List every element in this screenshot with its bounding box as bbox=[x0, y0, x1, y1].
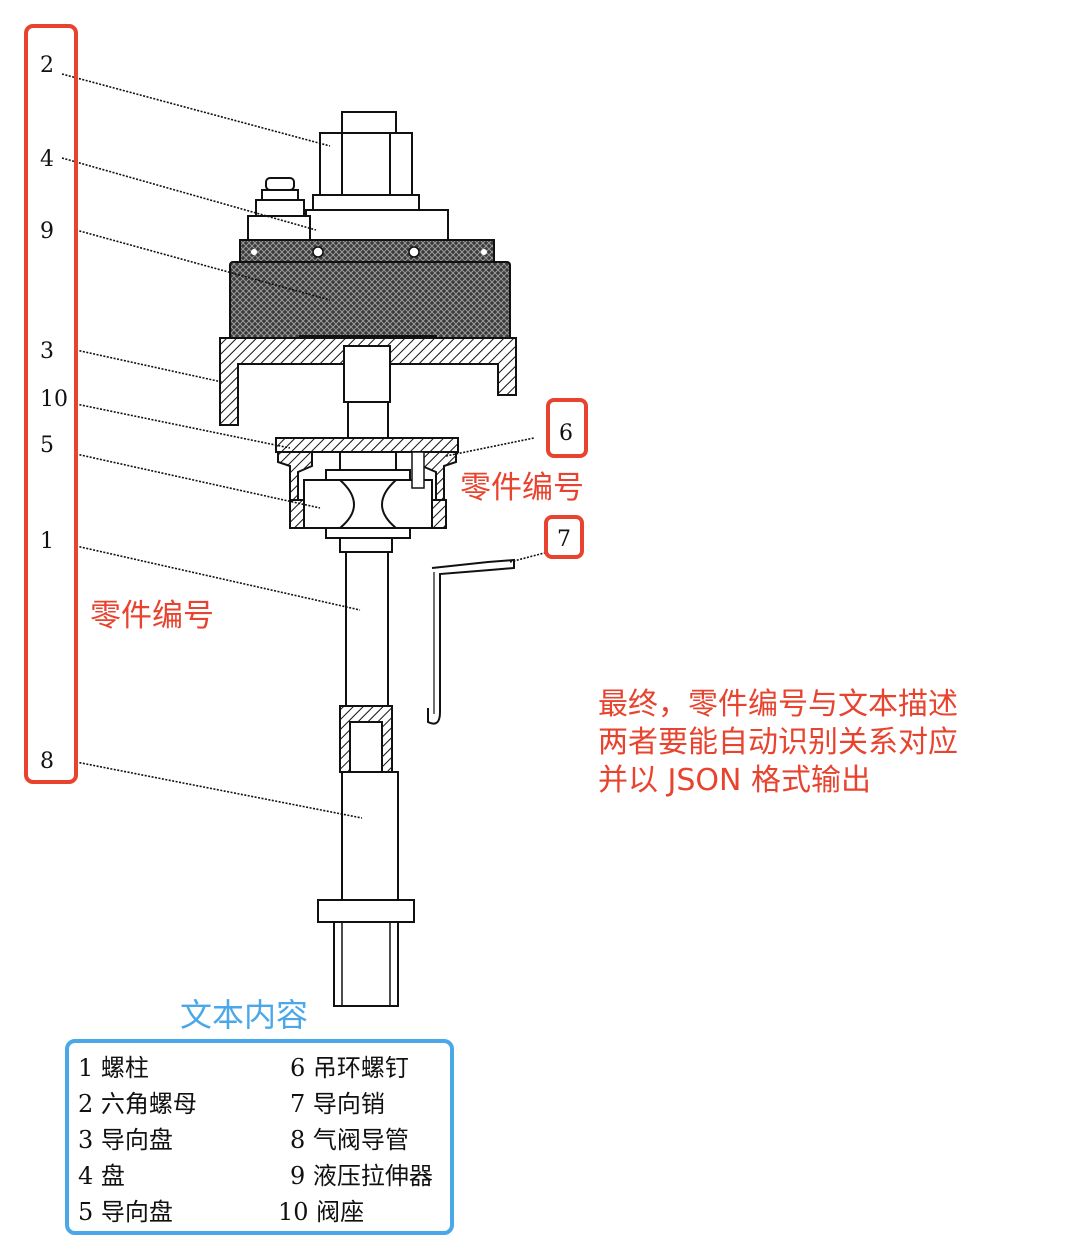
callout-7: 7 bbox=[557, 527, 571, 552]
legend-item-4: 4 盘 bbox=[78, 1162, 125, 1190]
guide-disc-part-5 bbox=[289, 451, 447, 539]
red-annotations: 零件编号 零件编号 最终，零件编号与文本描述 两者要能自动识别关系对应 并以 J… bbox=[90, 470, 958, 798]
callout-6: 6 bbox=[559, 421, 573, 446]
guide-pin-part-7 bbox=[427, 558, 515, 725]
legend-item-10: 10 阀座 bbox=[278, 1198, 364, 1226]
legend-box bbox=[65, 1039, 454, 1235]
central-stem bbox=[339, 345, 397, 471]
callout-3: 3 bbox=[40, 339, 54, 364]
legend-item-2: 2 六角螺母 bbox=[78, 1090, 197, 1118]
annotation-boxes bbox=[24, 24, 588, 784]
note-line-2: 两者要能自动识别关系对应 bbox=[598, 725, 958, 760]
leader-lines bbox=[61, 73, 549, 819]
callout-10: 10 bbox=[40, 387, 68, 412]
plate-part-4 bbox=[305, 209, 449, 241]
mechanical-drawing bbox=[219, 111, 517, 1007]
legend-item-1: 1 螺柱 bbox=[78, 1054, 149, 1082]
legend-item-3: 3 导向盘 bbox=[78, 1126, 173, 1154]
flange-ring bbox=[239, 239, 495, 263]
callout-6-box bbox=[546, 398, 588, 458]
note-line-1: 最终，零件编号与文本描述 bbox=[598, 687, 958, 722]
legend: 文本内容 1 螺柱 2 六角螺母 3 导向盘 4 盘 5 导向盘 6 吊环螺钉 … bbox=[65, 996, 454, 1235]
valve-guide-part-8 bbox=[317, 705, 415, 1007]
callout-8: 8 bbox=[40, 749, 54, 774]
note-line-3: 并以 JSON 格式输出 bbox=[598, 763, 871, 798]
callout-9: 9 bbox=[40, 219, 54, 244]
callout-2: 2 bbox=[40, 53, 54, 78]
legend-item-6: 6 吊环螺钉 bbox=[290, 1054, 409, 1082]
callout-4: 4 bbox=[40, 147, 54, 172]
eye-bolt-top bbox=[247, 177, 311, 243]
callout-numbers: 2 4 9 3 10 5 1 8 6 7 bbox=[40, 53, 573, 774]
stud-part-1 bbox=[339, 537, 393, 709]
legend-item-5: 5 导向盘 bbox=[78, 1198, 173, 1226]
part-number-label-left: 零件编号 bbox=[90, 598, 214, 634]
part-number-label-right: 零件编号 bbox=[460, 470, 584, 506]
callout-5: 5 bbox=[40, 433, 54, 458]
left-numbers-box bbox=[24, 24, 78, 784]
hydraulic-tensioner-part-9 bbox=[229, 261, 511, 347]
guide-disc-part-3 bbox=[219, 337, 517, 426]
valve-seat-part-10 bbox=[275, 437, 459, 501]
legend-item-7: 7 导向销 bbox=[290, 1090, 385, 1118]
callout-1: 1 bbox=[40, 529, 54, 554]
legend-title: 文本内容 bbox=[180, 996, 308, 1034]
hex-nut-part-2 bbox=[312, 111, 420, 212]
callout-7-box bbox=[544, 515, 584, 559]
legend-item-8: 8 气阀导管 bbox=[290, 1126, 409, 1154]
legend-item-9: 9 液压拉伸器 bbox=[290, 1162, 433, 1190]
